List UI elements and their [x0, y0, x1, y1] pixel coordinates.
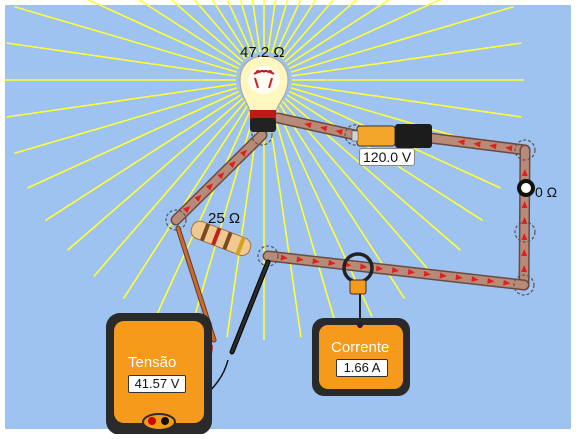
light-ray [278, 0, 317, 57]
junction-switch-bottom[interactable] [514, 221, 536, 243]
current-arrow [423, 270, 431, 277]
current-arrow [521, 169, 528, 177]
battery-voltage-label: 120.0 V [359, 148, 416, 166]
current-arrow [280, 254, 288, 261]
light-ray [122, 103, 250, 300]
current-arrow [439, 272, 447, 279]
current-arrow [521, 249, 528, 257]
light-ray [271, 0, 289, 54]
current-arrow [205, 183, 213, 191]
current-arrow [457, 139, 465, 146]
current-arrow [360, 263, 368, 270]
battery[interactable] [351, 124, 432, 148]
current-arrow [328, 259, 336, 266]
switch-resistance-label: 0 Ω [535, 184, 558, 200]
light-ray [6, 83, 237, 118]
light-ray [251, 0, 261, 53]
current-arrow [183, 205, 191, 213]
light-ray [281, 100, 435, 278]
filament-icon [255, 69, 273, 74]
light-ray [211, 0, 250, 57]
current-arrow [240, 149, 248, 157]
current-arrow [521, 201, 528, 209]
current-arrow [217, 172, 225, 180]
light-ray [291, 42, 522, 77]
junction-left[interactable] [165, 209, 187, 231]
current-arrow [296, 256, 304, 263]
light-bulb[interactable] [239, 55, 289, 132]
workspace-background [5, 5, 571, 429]
light-ray [14, 5, 238, 73]
light-ray [290, 5, 514, 73]
light-ray [267, 107, 302, 338]
bulb-resistance-label: 47.2 Ω [240, 44, 285, 61]
current-arrow [521, 265, 528, 273]
ammeter-title: Corrente [331, 339, 390, 356]
current-arrow [503, 279, 511, 286]
light-ray [284, 0, 358, 63]
light-ray [239, 0, 257, 54]
light-ray [14, 87, 238, 155]
voltmeter-title: Tensão [128, 354, 177, 371]
light-ray [86, 0, 239, 70]
current-arrow [505, 145, 513, 152]
light-ray [27, 90, 239, 189]
light-ray [274, 0, 302, 55]
light-ray [155, 105, 254, 317]
current-arrow [521, 233, 528, 241]
current-arrow [335, 129, 343, 136]
light-ray [287, 0, 390, 66]
current-arrow [228, 160, 236, 169]
light-ray [66, 97, 244, 251]
light-ray [6, 42, 237, 77]
light-ray [44, 94, 241, 222]
junction-bottom-right[interactable] [513, 274, 535, 296]
ammeter-reading: 1.66 A [336, 359, 388, 377]
resistor[interactable] [189, 219, 253, 258]
light-ray [226, 0, 254, 55]
current-arrow [487, 277, 495, 284]
current-arrow [375, 265, 384, 272]
ammeter-probe[interactable] [342, 252, 374, 318]
current-arrow [312, 258, 320, 265]
light-ray [291, 83, 522, 118]
light-ray [193, 0, 247, 60]
current-arrow [391, 267, 400, 274]
light-ray [289, 0, 442, 70]
current-arrow [489, 143, 497, 150]
resistor-resistance-label: 25 Ω [208, 210, 241, 227]
voltmeter-device[interactable] [106, 313, 212, 435]
light-ray [267, 0, 277, 53]
light-ray [281, 0, 335, 60]
current-arrow [194, 194, 202, 202]
current-arrow [407, 268, 416, 275]
ammeter-device[interactable] [312, 318, 410, 396]
current-arrow [304, 122, 312, 129]
current-arrow [471, 276, 479, 283]
current-arrow [455, 274, 463, 281]
light-ray [271, 106, 339, 330]
light-ray [93, 100, 247, 278]
voltmeter-reading: 41.57 V [128, 375, 186, 393]
light-ray [170, 0, 244, 63]
current-arrow [319, 125, 328, 132]
current-arrow [473, 141, 481, 148]
junction-top-right[interactable] [514, 139, 536, 161]
light-ray [138, 0, 241, 66]
switch[interactable] [517, 179, 535, 197]
